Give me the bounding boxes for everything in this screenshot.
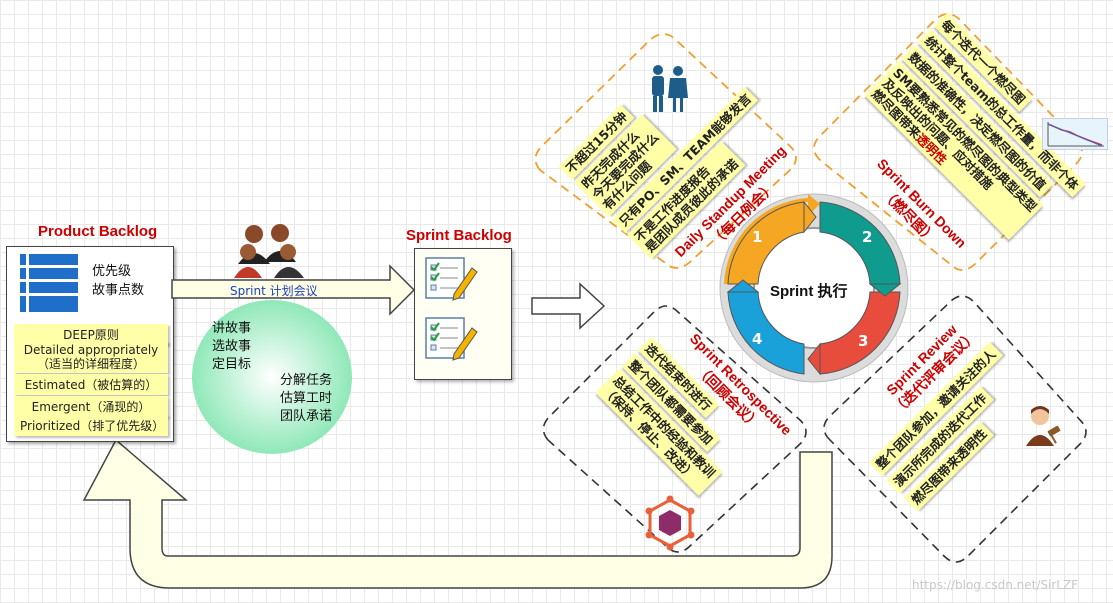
deep-item-estimated-text: Estimated（被估算的） [24,378,158,392]
deep-item-emergent-text: Emergent（涌现的） [31,400,151,414]
deep-item-estimated: Estimated（被估算的） [14,374,168,395]
product-backlog-title: Product Backlog [38,223,158,240]
deep-item-detailed: Detailed appropriately （适当的详细程度） [14,341,168,373]
planning-left-line-3: 定目标 [212,357,252,372]
checklist-icon [425,257,478,301]
judge-icon [1026,406,1061,446]
planning-right-text: 分解任务 估算工时 团队承诺 [280,372,332,426]
planning-left-line-2: 选故事 [212,339,252,354]
cycle-number-4: 4 [752,330,763,348]
deep-heading-text: DEEP原则 [63,328,119,342]
planning-right-line-3: 团队承诺 [280,409,333,424]
planning-left-text: 讲故事 选故事 定目标 [212,320,251,374]
backlog-list-icon [20,254,78,312]
planning-right-line-1: 分解任务 [280,373,333,388]
planning-right-line-2: 估算工时 [280,391,333,406]
cycle-number-3: 3 [858,332,869,350]
planning-left-line-1: 讲故事 [212,321,252,336]
burn-down-chart-icon [1042,118,1108,150]
sprint-backlog-title: Sprint Backlog [406,227,512,244]
retrospective-hexagon-icon [645,495,695,551]
sprint-cycle [719,193,909,383]
deep-item-detailed-zh: （适当的详细程度） [36,357,145,371]
deep-item-detailed-en: Detailed appropriately [23,343,159,357]
meeting-people-icon [234,224,304,278]
deep-item-emergent: Emergent（涌现的） [14,396,168,417]
backlog-line-priority: 优先级 [92,264,132,279]
planning-meeting-label: Sprint 计划会议 [230,284,318,298]
deep-heading: DEEP原则 [14,324,168,345]
planning-bubble [192,300,352,454]
cycle-number-2: 2 [862,228,873,246]
checklist-icon [425,317,478,361]
standup-people-icon [652,65,688,112]
cycle-number-1: 1 [752,228,763,246]
deep-item-prioritized-text: Prioritized（排了优先级） [20,419,165,433]
cycle-center-label: Sprint 执行 [770,283,848,300]
watermark: https://blog.csdn.net/SirLZF [912,578,1079,592]
deep-item-prioritized: Prioritized（排了优先级） [14,415,168,436]
backlog-line-story-points: 故事点数 [92,283,145,298]
